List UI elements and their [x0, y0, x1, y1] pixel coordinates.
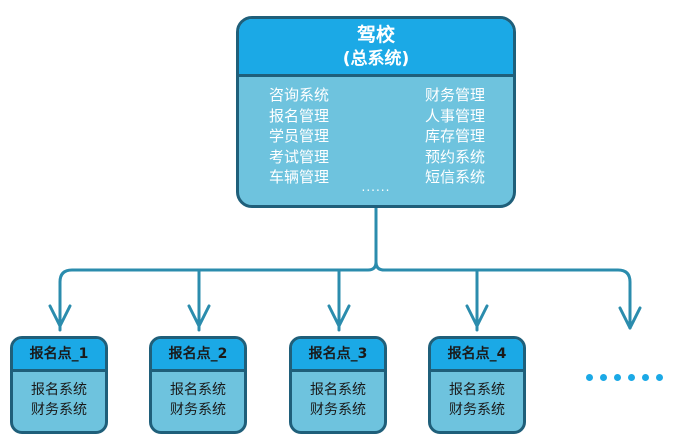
branch-item: 报名系统: [449, 382, 505, 398]
arrowhead-3: [327, 304, 351, 328]
branch-item: 报名系统: [170, 382, 226, 398]
branch-title: 报名点_2: [152, 339, 244, 372]
branch-body: 报名系统 财务系统: [431, 372, 523, 420]
dot: [614, 374, 621, 381]
module-list-right: 财务管理 人事管理 库存管理 预约系统 短信系统: [425, 85, 485, 188]
main-system-box: 驾校 (总系统) 咨询系统 报名管理 学员管理 考试管理 车辆管理 财务管理 人…: [236, 16, 516, 208]
branch-item: 报名系统: [310, 382, 366, 398]
branch-body: 报名系统 财务系统: [13, 372, 105, 420]
branch-box-1: 报名点_1 报名系统 财务系统: [10, 336, 108, 434]
branch-title: 报名点_1: [13, 339, 105, 372]
module-item: 咨询系统: [269, 86, 330, 104]
branch-title: 报名点_3: [292, 339, 384, 372]
arrowhead-5: [618, 306, 642, 330]
module-list-left: 咨询系统 报名管理 学员管理 考试管理 车辆管理: [269, 85, 329, 188]
branch-item: 财务系统: [31, 402, 87, 418]
branch-box-3: 报名点_3 报名系统 财务系统: [289, 336, 387, 434]
main-system-title: 驾校: [356, 24, 395, 46]
main-system-subtitle: (总系统): [342, 49, 410, 69]
branch-item: 财务系统: [310, 402, 366, 418]
dot: [628, 374, 635, 381]
branch-item: 财务系统: [449, 402, 505, 418]
module-item: 学员管理: [269, 127, 330, 145]
arrowhead-4: [465, 304, 489, 328]
module-item: 财务管理: [424, 86, 485, 104]
branch-body: 报名系统 财务系统: [292, 372, 384, 420]
module-item: 车辆管理: [269, 168, 330, 186]
module-item: 考试管理: [269, 147, 330, 166]
module-item: 预约系统: [424, 147, 485, 166]
branch-box-2: 报名点_2 报名系统 财务系统: [149, 336, 247, 434]
dot: [600, 374, 607, 381]
arrowhead-1: [48, 304, 72, 328]
more-branches-indicator: [586, 374, 663, 381]
branch-item: 报名系统: [31, 382, 87, 398]
main-system-body: 咨询系统 报名管理 学员管理 考试管理 车辆管理 财务管理 人事管理 库存管理 …: [239, 77, 513, 205]
branch-item: 财务系统: [170, 402, 226, 418]
main-system-header: 驾校 (总系统): [239, 19, 513, 77]
dot: [586, 374, 593, 381]
branch-title: 报名点_4: [431, 339, 523, 372]
bus-line-right: [374, 260, 632, 330]
module-item: 报名管理: [269, 106, 330, 125]
module-ellipsis: ......: [361, 180, 391, 194]
module-item: 短信系统: [424, 168, 485, 186]
module-item: 库存管理: [424, 127, 485, 145]
branch-box-4: 报名点_4 报名系统 财务系统: [428, 336, 526, 434]
dot: [642, 374, 649, 381]
dot: [656, 374, 663, 381]
branch-body: 报名系统 财务系统: [152, 372, 244, 420]
module-item: 人事管理: [424, 106, 485, 125]
arrowhead-2: [187, 304, 211, 328]
trunk-line: [58, 206, 378, 332]
